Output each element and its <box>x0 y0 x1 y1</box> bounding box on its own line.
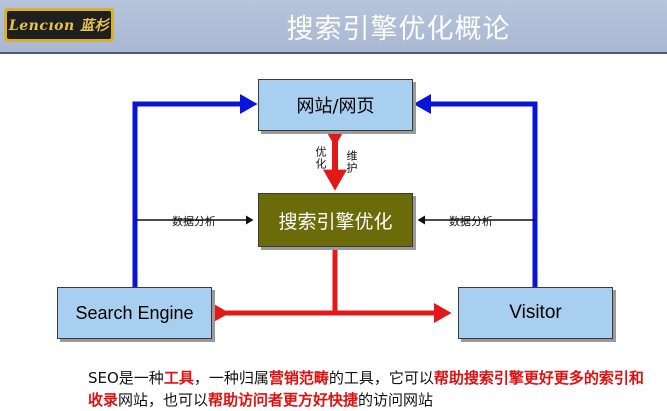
caption-part-5: 的访问网站 <box>358 391 434 409</box>
header-bar: Lencıon 蓝杉 搜索引擎优化概论 <box>0 0 667 52</box>
data-analysis-label-left: 数据分析 <box>172 215 216 228</box>
caption-part-1: SEO是一种 <box>88 369 164 387</box>
optimize-label: 优化 <box>314 146 327 170</box>
diagram-arrows <box>132 94 538 323</box>
data-analysis-label-right: 数据分析 <box>449 215 493 228</box>
seo-box: 搜索引擎优化 <box>258 193 413 247</box>
visitor-box: Visitor <box>458 287 613 339</box>
caption-part-4: 网站，也可以 <box>118 391 209 409</box>
lenction-logo: Lencıon 蓝杉 <box>4 8 114 42</box>
slide-title: 搜索引擎优化概论 <box>286 14 511 45</box>
header-divider <box>0 52 667 54</box>
blue-arrow-left <box>132 94 258 287</box>
blue-arrow-right <box>413 94 538 287</box>
maintain-label: 维护 <box>345 150 358 174</box>
caption-text: SEO是一种工具，一种归属营销范畴的工具，它可以帮助搜索引擎更好更多的索引和收录… <box>88 367 648 411</box>
caption-part-2: ，一种归属 <box>193 369 269 387</box>
search-engine-box: Search Engine <box>57 287 212 339</box>
logo-text: Lencıon 蓝杉 <box>7 11 111 39</box>
caption-highlight-4: 帮助访问者更方好快捷 <box>208 391 359 409</box>
website-box: 网站/网页 <box>258 79 413 131</box>
caption-highlight-2: 营销范畴 <box>268 369 329 387</box>
caption-part-3: 的工具，它可以 <box>328 369 434 387</box>
caption-highlight-1: 工具 <box>163 369 194 387</box>
